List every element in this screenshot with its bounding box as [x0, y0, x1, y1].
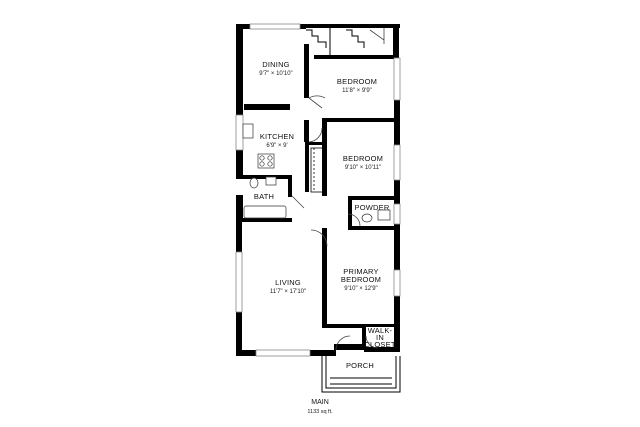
primary-left-wall	[322, 228, 327, 328]
kitchen-counter-wall	[244, 104, 290, 110]
toilet-icon	[249, 177, 259, 189]
bedroom2-left-wall	[322, 118, 327, 196]
right-wall-mid3	[394, 224, 400, 270]
room-bedroom2-name: BEDROOM	[343, 154, 383, 163]
room-primary-name-line1: PRIMARY	[343, 267, 378, 276]
room-labels: DINING 9'7" × 10'10" BEDROOM 11'8" × 9'9…	[254, 60, 396, 370]
room-living-name: LIVING	[275, 278, 301, 287]
porch	[321, 356, 401, 393]
powder-sink-icon	[377, 209, 391, 221]
bottom-wall-right	[364, 347, 400, 352]
right-wall-top	[393, 24, 399, 58]
bedroom1-top-wall	[314, 55, 399, 59]
room-powder-name: POWDER	[355, 203, 390, 212]
bath-bottom-wall	[236, 218, 292, 222]
top-wall-stairs	[304, 24, 400, 28]
hall-closet	[310, 147, 324, 193]
bath-sink-icon	[265, 176, 277, 186]
stairs-left	[306, 29, 327, 48]
kitchen-bedroom-wall	[304, 120, 309, 142]
kitchen-sink-icon	[242, 123, 254, 139]
room-walkin-name-line3: CLOSET	[364, 340, 395, 349]
window-kitchen	[235, 114, 244, 151]
powder-left-wall	[348, 196, 352, 228]
bathtub-icon	[243, 205, 287, 219]
powder-toilet-icon	[361, 213, 373, 223]
door-entry	[335, 335, 351, 351]
closet-top-wall	[364, 324, 400, 327]
door-closet	[365, 335, 379, 349]
door-bath	[291, 195, 305, 209]
floor-area-label: 1133 sq ft.	[307, 409, 333, 415]
room-bedroom1-dims: 11'8" × 9'9"	[342, 88, 372, 94]
closet-left-wall	[362, 324, 366, 348]
dining-bedroom-wall	[304, 44, 309, 98]
powder-top-wall	[348, 196, 400, 200]
bath-top-wall	[236, 175, 292, 179]
burner-icon	[259, 155, 265, 161]
left-wall-upper	[236, 25, 243, 115]
window-living-side	[235, 251, 243, 313]
windows	[235, 23, 401, 357]
room-kitchen-dims: 6'9" × 9'	[266, 143, 287, 149]
room-dining-dims: 9'7" × 10'10"	[259, 71, 292, 77]
room-walkin-name-line2: IN	[376, 333, 384, 342]
stairs	[306, 28, 365, 55]
powder-bottom-wall	[348, 226, 400, 230]
right-wall-mid1	[394, 100, 400, 145]
hall-closet-top	[305, 142, 323, 145]
primary-bottom-wall	[322, 324, 362, 328]
room-bedroom1-name: BEDROOM	[337, 77, 377, 86]
hall-wall-left	[305, 142, 309, 192]
stairs-right	[346, 29, 365, 48]
floor-level-label: MAIN	[311, 399, 329, 406]
left-wall-kitchen	[236, 150, 243, 175]
left-wall-bath	[236, 195, 243, 222]
door-stair	[369, 28, 385, 44]
window-living-bottom	[255, 349, 311, 357]
room-bedroom2-dims: 9'10" × 10'11"	[345, 165, 381, 171]
window-bedroom2	[393, 144, 401, 181]
bath-right-wall	[288, 175, 292, 197]
room-walkin-name-line1: WALK-	[368, 326, 393, 335]
burner-icon	[259, 161, 265, 167]
doors	[291, 28, 385, 351]
door-bedroom2	[308, 127, 323, 143]
room-bath-name: BATH	[254, 192, 274, 201]
room-primary-name-line2: BEDROOM	[341, 275, 381, 284]
window-primary	[393, 269, 401, 297]
door-bedroom1	[308, 95, 326, 109]
door-powder	[347, 213, 361, 227]
bottom-wall-closet	[334, 344, 366, 350]
plan-caption: MAIN 1133 sq ft.	[307, 399, 333, 415]
window-bedroom1	[393, 57, 401, 101]
room-kitchen-name: KITCHEN	[260, 132, 294, 141]
fixtures	[242, 123, 391, 223]
bedroom1-bottom-wall	[322, 118, 400, 122]
room-dining-name: DINING	[262, 60, 289, 69]
window-powder	[393, 203, 401, 225]
window-dining-top	[249, 23, 301, 30]
room-living-dims: 11'7" × 17'10"	[270, 289, 306, 295]
burner-icon	[267, 161, 273, 167]
right-wall-mid2	[394, 180, 400, 204]
door-primary	[310, 229, 328, 247]
burner-icon	[267, 155, 273, 161]
room-porch-name: PORCH	[346, 361, 374, 370]
room-primary-dims: 9'10" × 12'9"	[344, 286, 377, 292]
